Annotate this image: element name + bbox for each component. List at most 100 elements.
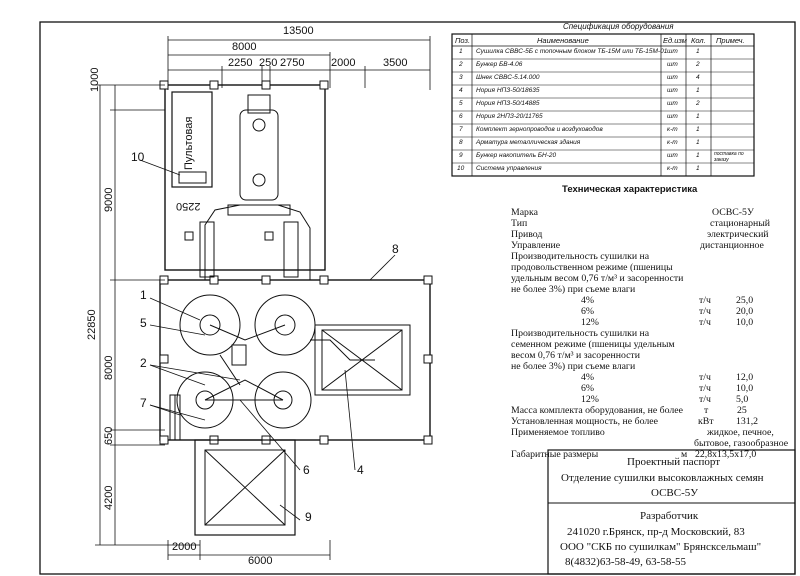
- stamp-subtitle: Отделение сушилки высоковлажных семян: [561, 472, 764, 484]
- spec-cell-unit: шт: [667, 74, 678, 81]
- spec-cell-qty: 2: [696, 61, 700, 68]
- spec-cell-pos: 1: [459, 48, 463, 55]
- spec-cell-unit: шт: [667, 100, 678, 107]
- spec-header-pos: Поз.: [455, 36, 471, 45]
- callout-1: 1: [140, 288, 147, 302]
- spec-cell-name: Арматура металлическая здания: [476, 139, 581, 146]
- tech-size-unit: м: [681, 449, 688, 460]
- spec-header-name: Наименование: [537, 36, 589, 45]
- spec-cell-qty: 1: [696, 165, 700, 172]
- tech-rate-value: 5,0: [736, 394, 749, 405]
- tech-power-value: 131,2: [736, 416, 759, 427]
- callout-6: 6: [303, 463, 310, 477]
- tech-control-label: Управление: [511, 240, 561, 251]
- dim-4200-left: 4200: [103, 485, 115, 510]
- spec-cell-unit: к-т: [667, 139, 678, 146]
- spec-cell-name: Шнек СВВС-5.14.000: [476, 74, 540, 81]
- dim-1000-left: 1000: [89, 67, 101, 92]
- spec-cell-pos: 8: [459, 139, 463, 146]
- spec-cell-unit: к-т: [667, 165, 678, 172]
- spec-cell-unit: шт: [667, 87, 678, 94]
- callout-10: 10: [131, 150, 145, 164]
- spec-cell-pos: 5: [459, 100, 463, 107]
- tech-rate-percent: 4%: [581, 295, 595, 306]
- spec-cell-note: поставка по заказу: [714, 151, 744, 163]
- stamp-model: ОСВС-5У: [651, 487, 699, 499]
- tech-rate-percent: 12%: [581, 317, 599, 328]
- tech-rate-unit: т/ч: [699, 295, 711, 306]
- spec-cell-unit: к-т: [667, 126, 678, 133]
- tech-marka-value: ОСВС-5У: [712, 207, 754, 218]
- spec-cell-pos: 9: [459, 152, 463, 159]
- tech-rate-unit: т/ч: [699, 372, 711, 383]
- tech-size-value: 22,8х13,5х17,0: [695, 449, 757, 460]
- callout-7: 7: [140, 396, 147, 410]
- tech-type-value: стационарный: [710, 218, 771, 229]
- dim-2000-bottom: 2000: [172, 541, 197, 553]
- spec-cell-name: Нория НПЗ-50/18635: [476, 87, 540, 94]
- spec-cell-qty: 1: [696, 48, 700, 55]
- tech-prod1-line3: удельным весом 0,76 т/м³ и засоренности: [511, 273, 684, 284]
- tech-control-value: дистанционное: [700, 240, 764, 251]
- tech-prod2-line4: не более 3%) при съеме влаги: [511, 361, 636, 372]
- callout-9: 9: [305, 510, 312, 524]
- tech-prod1-line4: не более 3%) при съеме влаги: [511, 284, 636, 295]
- tech-drive-value: электрический: [707, 229, 769, 240]
- dim-2750-top: 2750: [280, 57, 305, 69]
- spec-cell-unit: шт: [667, 61, 678, 68]
- spec-table-grid: [451, 33, 755, 177]
- spec-cell-qty: 1: [696, 126, 700, 133]
- tech-title: Техническая характеристика: [562, 184, 698, 195]
- tech-mass-unit: т: [704, 405, 709, 416]
- dim-3500-top: 3500: [383, 57, 408, 69]
- spec-cell-name: Сушилка СВВС-5Б с топочным блоком ТБ-15М…: [476, 48, 668, 55]
- spec-cell-pos: 3: [459, 74, 463, 81]
- dim-250-top: 250: [259, 57, 278, 69]
- tech-power-unit: кВт: [698, 416, 714, 427]
- control-room-label: Пультовая: [183, 116, 195, 170]
- spec-cell-qty: 2: [696, 100, 700, 107]
- spec-cell-name: Бункер БВ-4.06: [476, 61, 523, 68]
- tech-size-label: Габаритные размеры: [511, 449, 599, 460]
- spec-title: Спецификация оборудования: [563, 22, 674, 31]
- tech-prod2-line1: Производительность сушилки на: [511, 328, 650, 339]
- tech-rate-value: 10,0: [736, 317, 754, 328]
- spec-header-note: Примеч.: [716, 36, 745, 45]
- dim-9000-left: 9000: [103, 187, 115, 212]
- spec-cell-pos: 6: [459, 113, 463, 120]
- tech-rate-percent: 12%: [581, 394, 599, 405]
- tech-rate-value: 20,0: [736, 306, 754, 317]
- sheet-frame: [39, 21, 796, 575]
- tech-rate-percent: 4%: [581, 372, 595, 383]
- dim-13500: 13500: [283, 25, 314, 37]
- spec-cell-qty: 1: [696, 152, 700, 159]
- tech-rate-row: 12% т/ч 10,0: [511, 317, 796, 328]
- tech-drive-label: Привод: [511, 229, 543, 240]
- dim-8000-top: 8000: [232, 41, 257, 53]
- dim-2250-inner: 2250: [176, 200, 201, 212]
- dim-2250-top: 2250: [228, 57, 253, 69]
- tech-rate-unit: т/ч: [699, 317, 711, 328]
- spec-cell-pos: 10: [457, 165, 465, 172]
- dim-650-left: 650: [103, 426, 115, 445]
- tech-type-label: Тип: [511, 218, 528, 229]
- developer-phone: 8(4832)63-58-49, 63-58-55: [565, 556, 686, 568]
- tech-power-label: Установленная мощность, не более: [511, 416, 658, 427]
- spec-cell-unit: шт: [667, 113, 678, 120]
- dim-2000-top: 2000: [331, 57, 356, 69]
- callout-2: 2: [140, 356, 147, 370]
- spec-cell-qty: 1: [696, 139, 700, 146]
- spec-cell-pos: 4: [459, 87, 463, 94]
- tech-rate-value: 10,0: [736, 383, 754, 394]
- spec-cell-name: Система управления: [476, 165, 542, 172]
- spec-cell-name: Бункер накопитель БН-20: [476, 152, 557, 159]
- spec-cell-qty: 1: [696, 87, 700, 94]
- tech-rate-percent: 6%: [581, 306, 595, 317]
- tech-prod1-line1: Производительность сушилки на: [511, 251, 650, 262]
- spec-cell-name: Нория НПЗ-50/14885: [476, 100, 540, 107]
